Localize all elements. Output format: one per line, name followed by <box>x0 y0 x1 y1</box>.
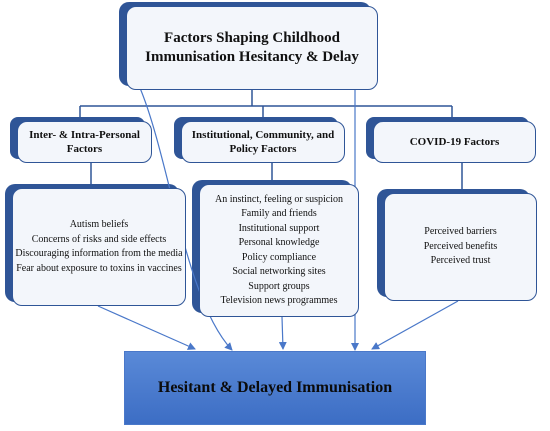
list-institutional: An instinct, feeling or suspicion Family… <box>199 184 359 317</box>
heading-institutional: Institutional, Community, and Policy Fac… <box>181 121 345 163</box>
list-item: Fear about exposure to toxins in vaccine… <box>16 262 182 274</box>
list-item: An instinct, feeling or suspicion <box>214 193 344 205</box>
list-item: Family and friends <box>241 208 317 219</box>
list-covid-19: Perceived barriers Perceived benefits Pe… <box>384 193 537 301</box>
list-item: Discouraging information from the media <box>15 248 183 259</box>
list-item: Institutional support <box>238 222 320 234</box>
list-item: Perceived trust <box>430 255 491 267</box>
heading-inter-intra-personal: Inter- & Intra-Personal Factors <box>17 121 152 163</box>
outcome-label: Hesitant & Delayed Immunisation <box>157 379 393 396</box>
heading-covid-19: COVID-19 Factors <box>373 121 536 163</box>
heading-label: COVID-19 Factors <box>409 136 500 148</box>
list-item: Concerns of risks and side effects <box>31 233 167 245</box>
list-item: Perceived barriers <box>424 226 497 238</box>
list-inter-intra-personal: Autism beliefs Concerns of risks and sid… <box>12 188 186 306</box>
list-item: Autism beliefs <box>69 219 129 230</box>
list-item: Support groups <box>248 280 310 292</box>
arrow-inter <box>97 305 196 350</box>
arrow-covid <box>371 300 459 350</box>
list-item: Policy compliance <box>241 251 317 263</box>
heading-label: Inter- & Intra-Personal Factors <box>29 129 140 155</box>
list-item: Perceived benefits <box>423 240 498 252</box>
arrow-inst <box>278 316 287 350</box>
list-item: Social networking sites <box>232 266 326 277</box>
list-item: Personal knowledge <box>238 237 320 248</box>
outcome-box: Hesitant & Delayed Immunisation <box>124 351 426 425</box>
list-item: Television news programmes <box>220 295 338 306</box>
heading-label: Institutional, Community, and Policy Fac… <box>191 129 335 155</box>
top-factors-title: Factors Shaping Childhood Immunisation H… <box>145 30 359 65</box>
top-factors-box: Factors Shaping Childhood Immunisation H… <box>126 6 378 90</box>
